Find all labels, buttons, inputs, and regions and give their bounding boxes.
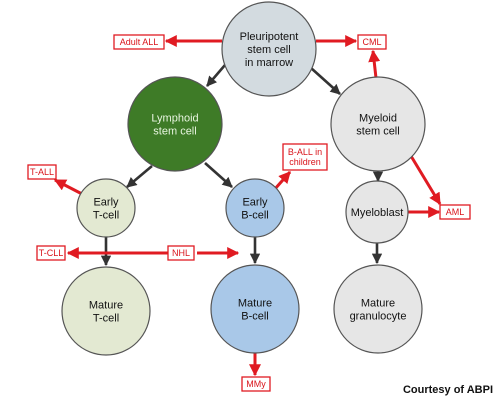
cell-circle	[330, 76, 426, 172]
cell-circle	[76, 178, 136, 238]
label-box-adult-all: Adult ALL	[113, 34, 165, 50]
red-arrow-13	[409, 155, 442, 206]
cell-circle	[61, 266, 151, 356]
cell-label: stem cell	[153, 126, 196, 138]
label-box-frame	[27, 164, 57, 180]
label-box-text: children	[289, 157, 321, 167]
dark-arrow-3	[204, 162, 233, 188]
cell-label: Myeloid	[359, 113, 397, 125]
label-box-mmy: MMy	[241, 376, 271, 392]
label-box-frame	[36, 245, 66, 261]
cell-label: stem cell	[247, 44, 290, 56]
label-box-text: AML	[446, 207, 465, 217]
label-box-aml: AML	[439, 204, 471, 220]
label-box-frame	[241, 376, 271, 392]
cell-label: Lymphoid	[151, 113, 198, 125]
dark-arrow-0	[206, 64, 226, 87]
cell-label: Mature	[89, 300, 123, 312]
label-box-nhl: NHL	[167, 245, 195, 261]
cell-label: stem cell	[356, 126, 399, 138]
label-box-frame	[167, 245, 195, 261]
cell-label: T-cell	[93, 313, 119, 325]
label-box-frame	[282, 143, 328, 171]
cell-myeloblast: Myeloblast	[345, 180, 409, 244]
cell-label: Myeloblast	[351, 207, 404, 219]
label-box-text: MMy	[246, 379, 266, 389]
label-box-frame	[357, 34, 387, 50]
cell-circle	[345, 180, 409, 244]
arrows-layer	[53, 35, 442, 377]
label-box-cml: CML	[357, 34, 387, 50]
cell-label: T-cell	[93, 210, 119, 222]
cell-circle	[221, 1, 317, 97]
cell-circle	[210, 264, 300, 354]
label-box-text: NHL	[172, 248, 190, 258]
cell-label: Early	[242, 197, 268, 209]
cell-circle	[225, 178, 285, 238]
label-box-text: T-ALL	[30, 167, 54, 177]
cell-label: granulocyte	[350, 311, 407, 323]
cell-circle	[333, 264, 423, 354]
credit-text: Courtesy of ABPI	[403, 384, 493, 396]
label-box-t-all: T-ALL	[27, 164, 57, 180]
cell-label: Mature	[238, 298, 272, 310]
cell-label: Pleuripotent	[240, 31, 299, 43]
label-box-frame	[113, 34, 165, 50]
cell-label: B-cell	[241, 311, 269, 323]
dark-arrow-1	[310, 67, 341, 95]
cell-label: Mature	[361, 298, 395, 310]
label-box-text: B-ALL in	[288, 147, 322, 157]
red-arrow-10	[368, 49, 381, 79]
red-arrow-11	[53, 178, 85, 197]
label-box-text: CML	[362, 37, 381, 47]
label-box-t-cll: T-CLL	[36, 245, 66, 261]
label-box-text: Adult ALL	[120, 37, 159, 47]
label-box-frame	[439, 204, 471, 220]
dark-arrow-2	[126, 165, 153, 188]
cell-circle	[127, 76, 223, 172]
label-box-text: T-CLL	[39, 248, 64, 258]
cell-label: B-cell	[241, 210, 269, 222]
cell-label: Early	[93, 197, 119, 209]
red-arrow-12	[272, 171, 292, 191]
cell-label: in marrow	[245, 57, 293, 69]
